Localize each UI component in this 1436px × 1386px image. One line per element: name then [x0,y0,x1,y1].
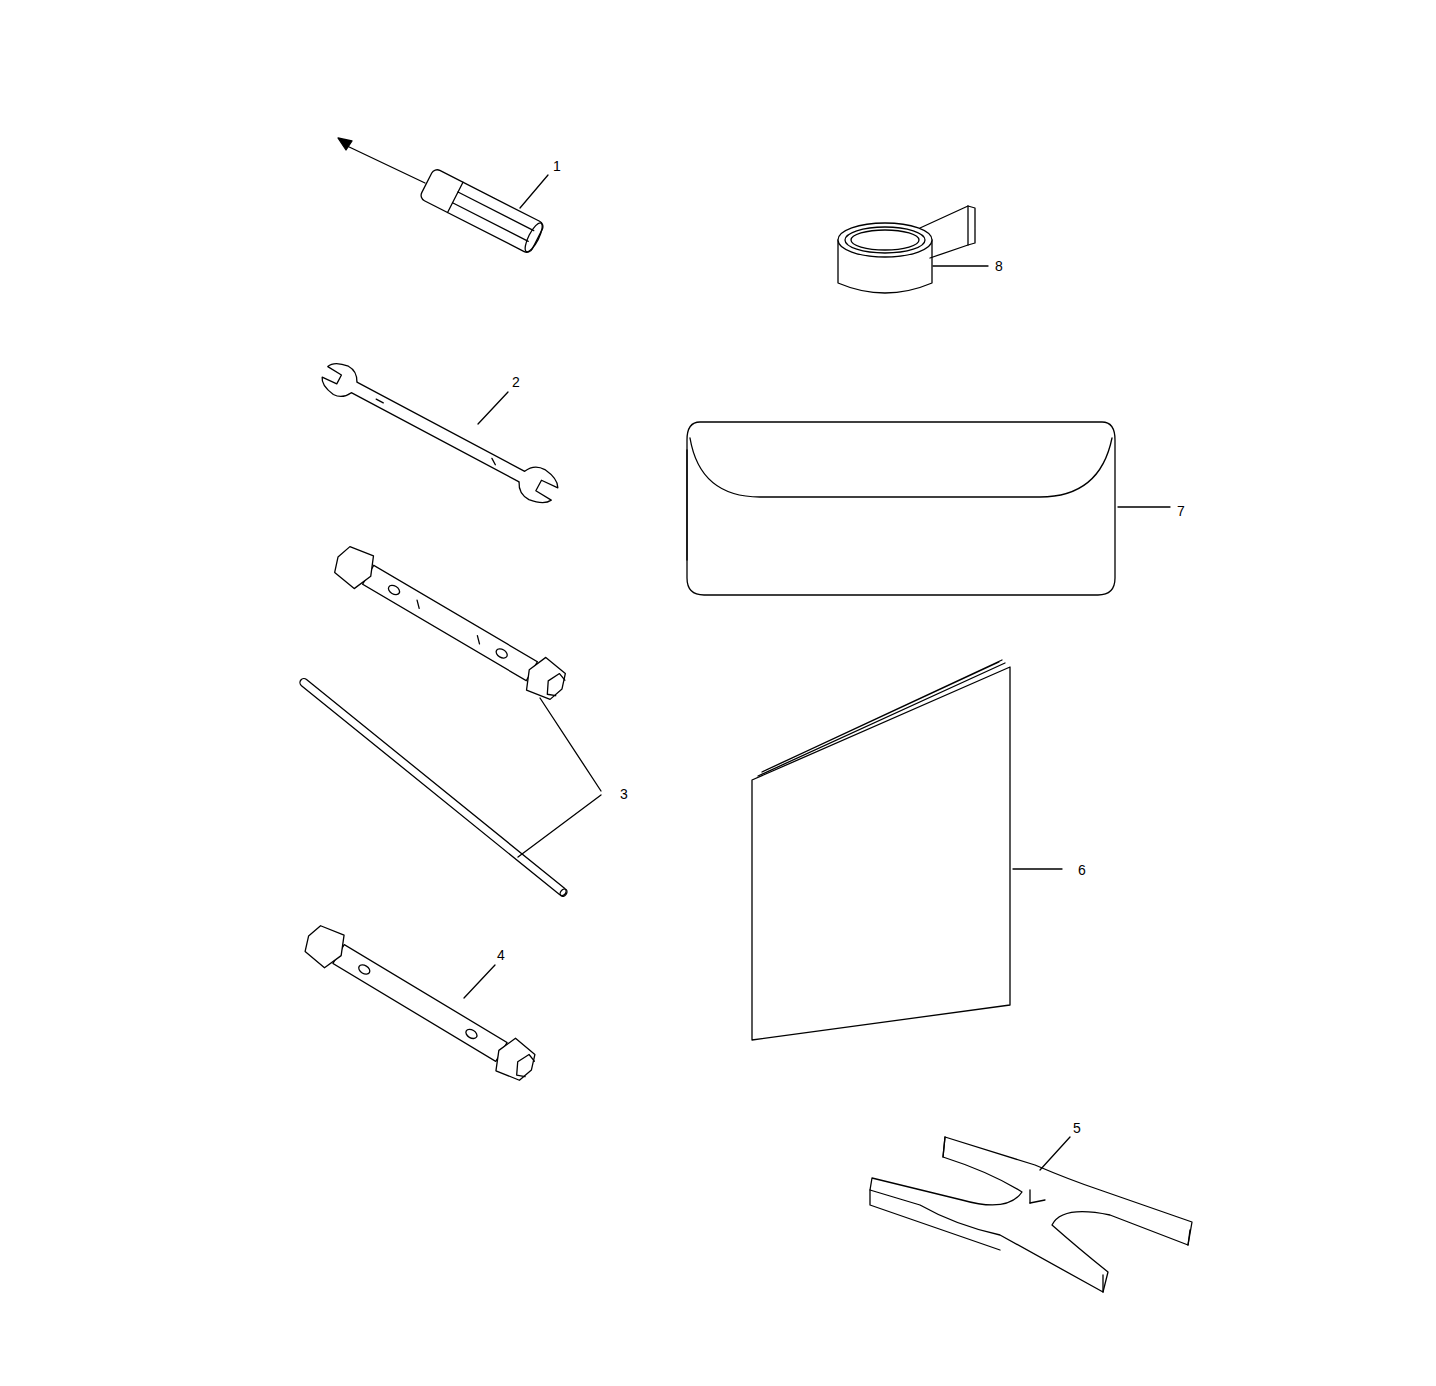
callout-number: 3 [620,787,628,801]
open-end-wrench [317,357,563,509]
box-spanner [299,920,541,1086]
callout-number: 8 [995,259,1003,273]
owners-manual [752,660,1062,1040]
box-spanner [298,541,601,898]
tape-roll [838,206,988,293]
callout-number: 2 [512,375,520,389]
tool-pouch [687,422,1170,595]
callout-number: 7 [1177,504,1185,518]
screwdriver [338,138,548,255]
callout-number: 1 [553,159,561,173]
spanner-holder [870,1137,1192,1292]
callout-number: 4 [497,948,505,962]
callout-number: 5 [1073,1121,1081,1135]
callout-number: 6 [1078,863,1086,877]
